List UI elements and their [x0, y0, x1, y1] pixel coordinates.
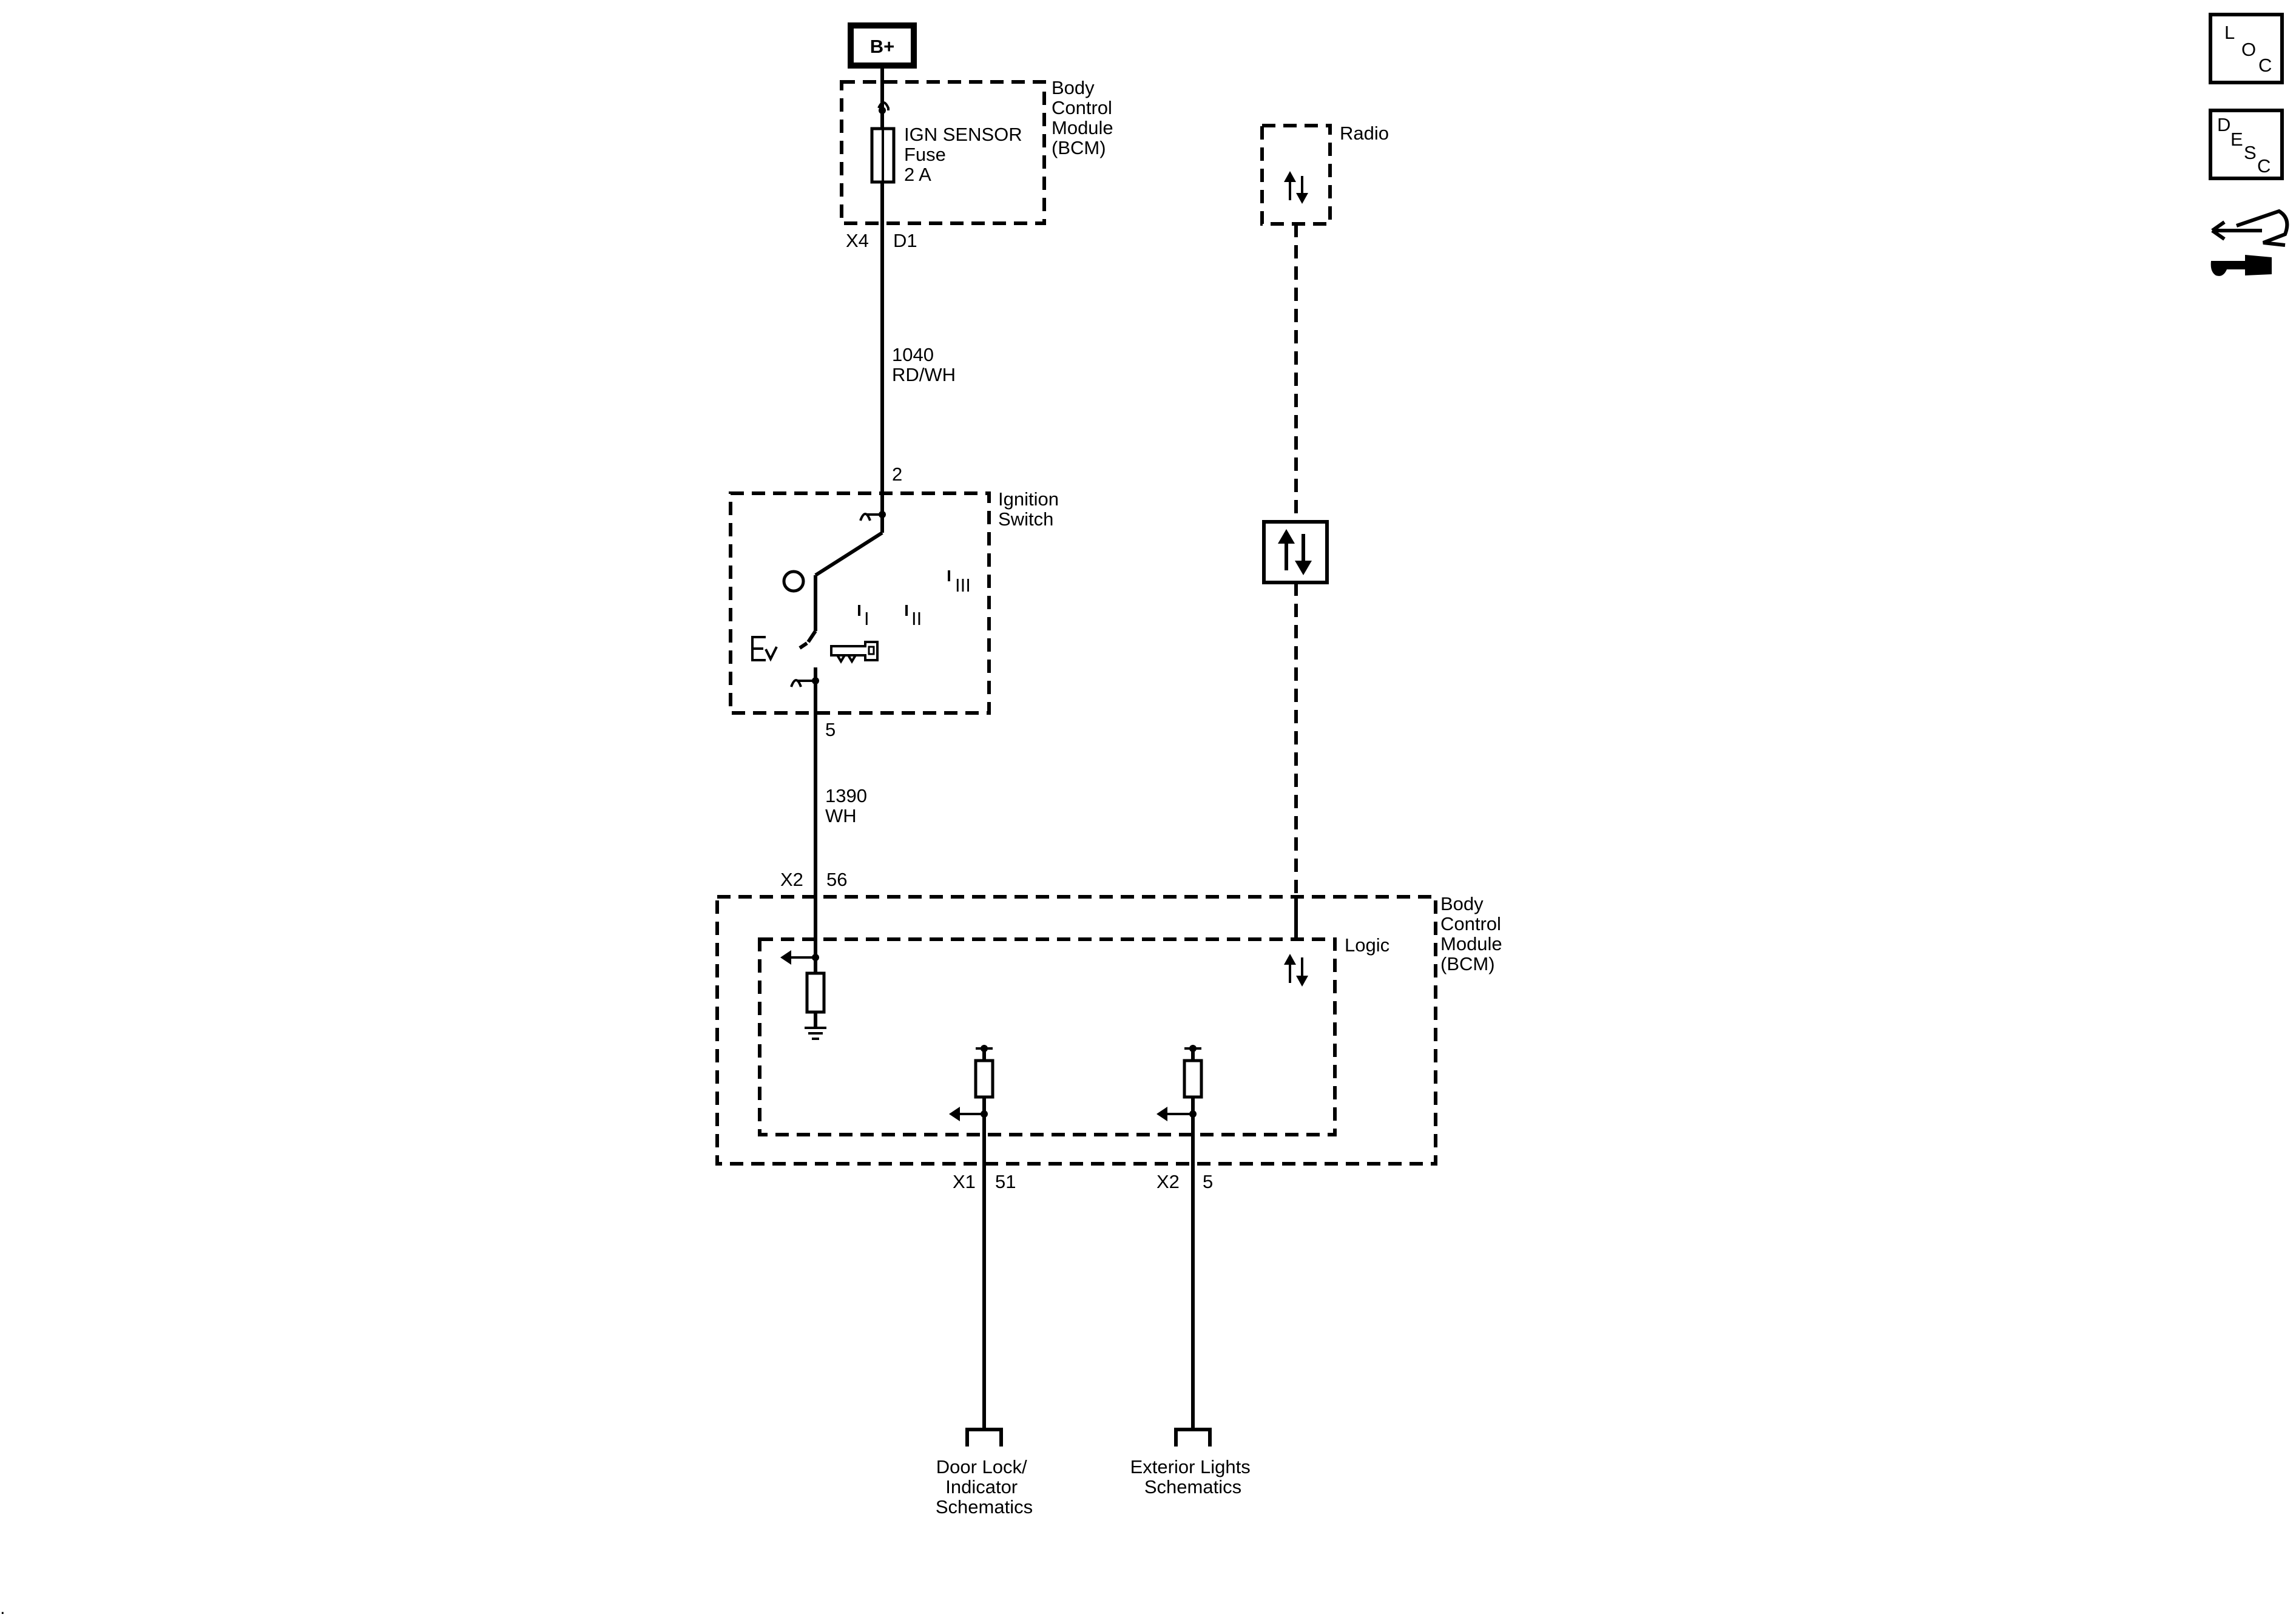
output-2-pin: 5 — [1203, 1171, 1213, 1192]
ignition-switch-pin-in: 2 — [892, 464, 902, 485]
corner-mark: . — [0, 1597, 5, 1617]
svg-text:D: D — [2217, 114, 2230, 135]
switch-position-2: II — [911, 608, 922, 629]
ground-icon — [805, 1027, 826, 1040]
logic-label: Logic — [1345, 934, 1389, 956]
description-icon[interactable]: D E S C — [2209, 109, 2284, 180]
bcm-bottom-outline — [715, 895, 1437, 1166]
serial-data-arrows-icon — [1278, 529, 1312, 575]
svg-text:O: O — [2241, 39, 2256, 60]
wire-1040-label: 1040 RD/WH — [892, 344, 956, 385]
ignition-switch-title: Ignition Switch — [998, 488, 1064, 530]
svg-text:L: L — [2224, 22, 2235, 43]
switch-position-3: III — [955, 575, 971, 596]
input-arrow — [780, 950, 791, 965]
switch-contact-arm — [814, 531, 883, 577]
svg-text:S: S — [2244, 142, 2257, 163]
bcm-top-pin: D1 — [893, 230, 917, 251]
radio-label: Radio — [1340, 123, 1389, 144]
radio-outline — [1260, 124, 1332, 226]
b-plus-source: B+ — [848, 22, 917, 69]
output-2-resistor — [1183, 1059, 1203, 1099]
diagnostic-tools-icon[interactable] — [2210, 209, 2289, 276]
wire-1390-label: 1390 WH — [825, 785, 873, 826]
output-1-connector: X1 — [953, 1171, 976, 1192]
bcm-top-outline — [840, 80, 1046, 225]
radio-module: Radio — [1260, 123, 1389, 226]
ignition-switch-outline — [729, 491, 991, 715]
door-lock-reference-label[interactable]: Door Lock/ Indicator Schematics — [936, 1456, 1033, 1517]
output-2-connector: X2 — [1156, 1171, 1180, 1192]
electronic-symbol-icon — [751, 636, 778, 662]
bcm-bottom-title: Body Control Module (BCM) — [1440, 893, 1507, 974]
bcm-input-pin: 56 — [826, 869, 847, 890]
output-1-arrow — [949, 1107, 960, 1121]
output-2-arrow — [1156, 1107, 1167, 1121]
bcm-input-connector: X2 — [780, 869, 803, 890]
ignition-switch: Ignition Switch 2 I II III 5 — [729, 464, 1064, 740]
exterior-lights-reference[interactable]: Exterior Lights Schematics — [1130, 1428, 1256, 1497]
output-driver-1 — [949, 1045, 994, 1121]
ignition-switch-pin-out: 5 — [825, 719, 836, 740]
logic-data-arrows-icon — [1284, 954, 1308, 987]
output-1-pin: 51 — [995, 1171, 1016, 1192]
logic-outline — [758, 937, 1337, 1136]
serial-data-box — [1262, 520, 1329, 584]
ign-sensor-fuse-label: IGN SENSOR Fuse 2 A — [904, 124, 1027, 185]
svg-text:E: E — [2230, 129, 2243, 150]
bcm-logic-block: Body Control Module (BCM) Logic X2 56 — [715, 869, 1507, 1192]
key-icon — [830, 641, 879, 664]
location-icon[interactable]: L O C — [2209, 13, 2284, 84]
exterior-lights-reference-label[interactable]: Exterior Lights Schematics — [1130, 1456, 1256, 1497]
radio-data-arrows-icon — [1284, 171, 1308, 204]
bcm-top-title: Body Control Module (BCM) — [1052, 77, 1118, 158]
switch-position-1: I — [864, 608, 869, 629]
svg-text:C: C — [2257, 155, 2271, 177]
output-1-resistor — [974, 1059, 994, 1099]
b-plus-label: B+ — [870, 36, 895, 57]
bcm-top-connector: X4 — [846, 230, 869, 251]
svg-text:C: C — [2258, 55, 2272, 76]
pulldown-resistor — [805, 971, 826, 1014]
door-lock-reference[interactable]: Door Lock/ Indicator Schematics — [936, 1428, 1033, 1517]
output-driver-2 — [1156, 1045, 1203, 1121]
off-position-circle — [782, 570, 805, 593]
